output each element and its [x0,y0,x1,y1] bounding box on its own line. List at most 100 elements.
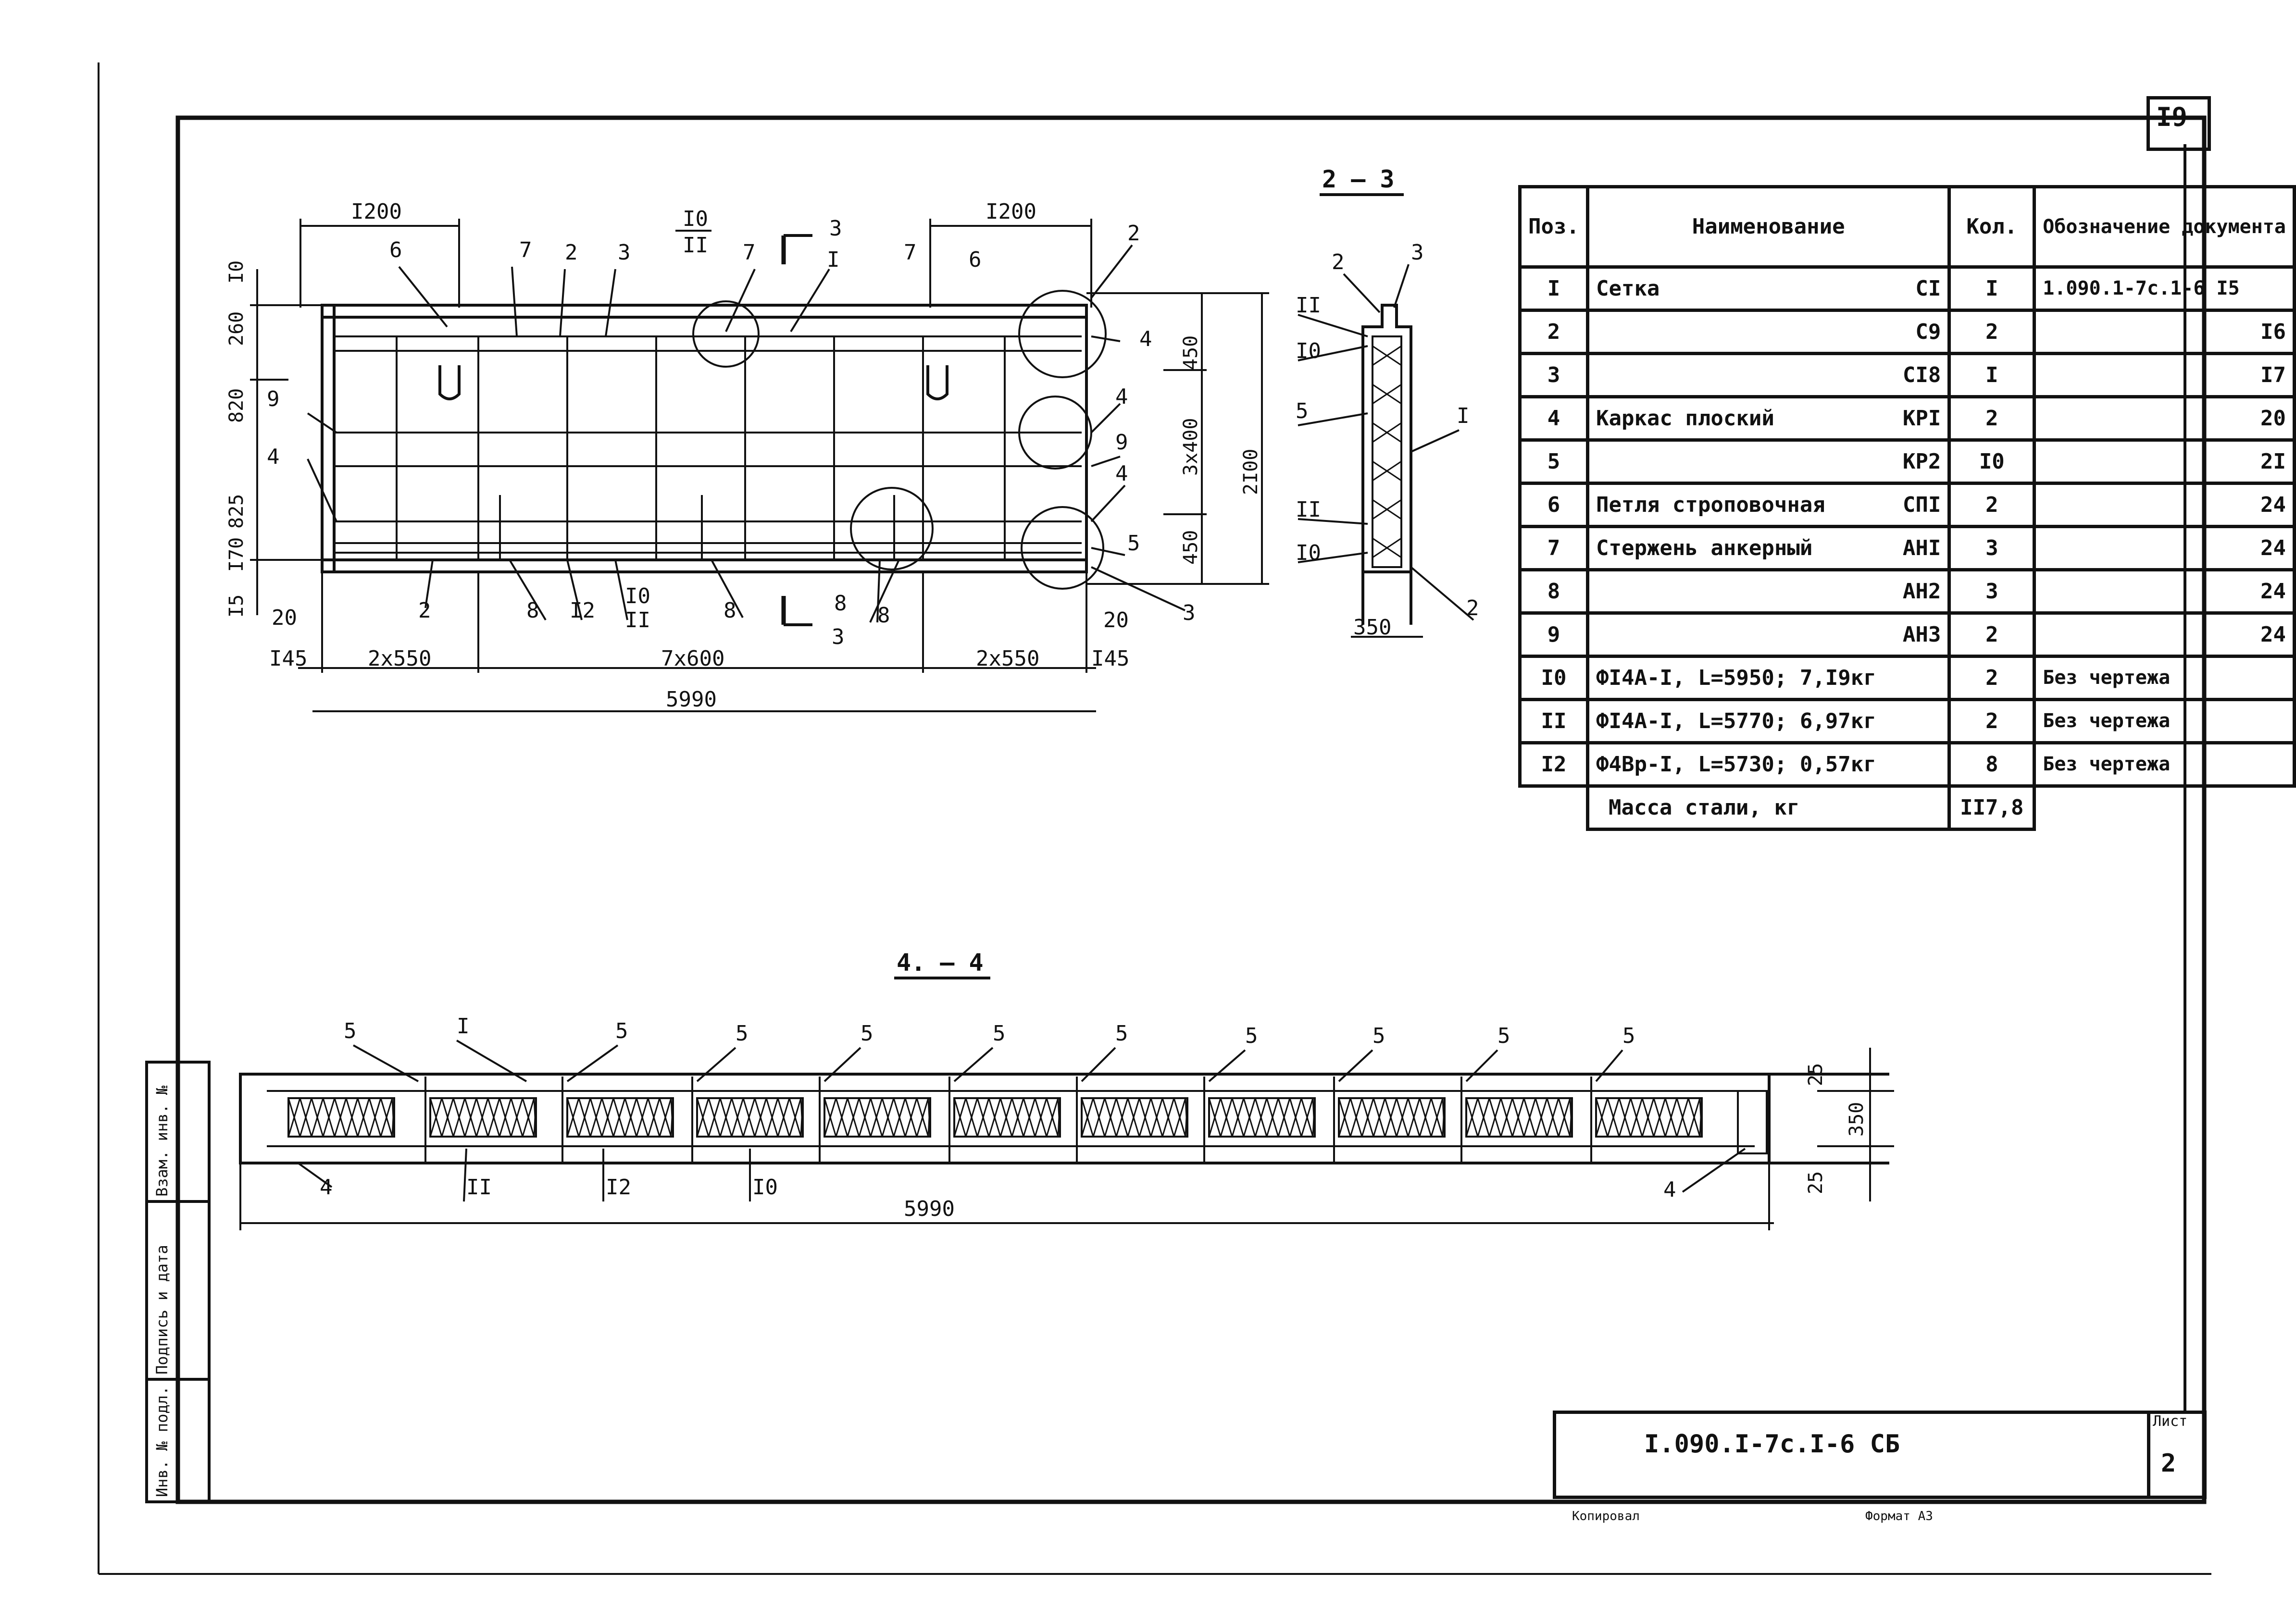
hatch-line [612,1098,626,1137]
spec-pos: 2 [1518,309,1589,355]
hatch-line [1699,1098,1703,1137]
hatch-line [287,1098,301,1137]
dim-right-450-top: 450 [1180,335,1202,370]
plan-view: I200 I200 I45 2x550 7x600 2x550 I45 20 2… [225,199,1269,712]
sec23-label-I0: I0 [1296,339,1321,363]
dim-left-820: 820 [225,388,248,423]
label-6a: 6 [389,238,402,262]
sec44-label-top-3: 5 [615,1019,628,1043]
hatch-line [927,1098,931,1137]
hatch-line [670,1098,674,1137]
hatch-line [566,1098,580,1137]
hatch-line [1150,1098,1163,1137]
label-2b: 2 [1127,221,1140,246]
spec-pos: 8 [1518,568,1589,615]
spec-pos: 4 [1518,395,1589,442]
label-11-top: II [683,233,708,258]
side-label-replace: Взам. инв. № [153,1085,171,1197]
dim-20-left: 20 [272,606,297,630]
hatch-line [1384,1098,1398,1137]
sec23-label-II: II [1296,293,1321,318]
label-11-bot: II [625,608,650,632]
spec-doc: 24 [2033,482,2296,528]
section-4-4-title: 4. – 4 [897,949,984,977]
dim-2x550-right: 2x550 [976,646,1039,671]
sheet-label: Лист [2153,1413,2188,1430]
hatch-line [1511,1098,1525,1137]
hatch-line [1676,1098,1689,1137]
hatch-line [1664,1098,1678,1137]
sec44-label-top-6: 5 [993,1021,1006,1046]
insulation-cell [1595,1097,1703,1138]
spec-pos: 5 [1518,438,1589,485]
spec-qty: 2 [1947,395,2036,442]
spec-doc: 24 [2033,525,2296,571]
spec-name [1585,352,1883,398]
hatch-line [1289,1098,1302,1137]
sec23-label-5: 5 [1296,399,1309,423]
spec-doc: 24 [2033,611,2296,658]
dim-top-right: I200 [986,199,1036,224]
hatch-line [904,1098,918,1137]
label-10-bot: I0 [625,584,650,608]
transverse-bars [396,336,1006,560]
sec44-total: 5990 [904,1197,955,1221]
hatch-line [953,1098,967,1137]
hatch-line [988,1098,1001,1137]
hatch-line [624,1098,637,1137]
hatch-line [322,1098,336,1137]
insulation-cell [696,1097,804,1138]
insulation-cell [953,1097,1061,1138]
hatch-line [999,1098,1013,1137]
dim-145-right: I45 [1091,646,1129,671]
spec-mass-empty-2 [2034,786,2295,830]
sec23-leaders [1298,264,1474,621]
spec-doc: Без чертежа [2033,698,2296,744]
hatch-line [475,1098,489,1137]
hatch-line [1349,1098,1363,1137]
spec-doc: 1.090.1-7с.1-6 I5 [2033,265,2296,312]
footer-copied: Копировал [1572,1509,1640,1523]
spec-mark: CI [1883,265,1951,312]
hatch-line [1023,1098,1036,1137]
sec44-dim-350: 350 [1846,1102,1868,1137]
sec44-label-top-8: 5 [1245,1024,1258,1048]
hatch-line [1208,1098,1222,1137]
hatch-line [1641,1098,1655,1137]
spec-name: Каркас плоский [1585,395,1883,442]
hatch-line [1396,1098,1409,1137]
sec23-label-II-b: II [1296,497,1321,522]
spec-mark: AH2 [1883,568,1951,615]
insulation-cell [566,1097,674,1138]
spec-mark: KP2 [1883,438,1951,485]
spec-name: Ф4Вр-I, L=5730; 0,57кг [1585,741,1883,788]
callout-circle-5 [1021,506,1104,590]
hatch-line [1595,1098,1609,1137]
hatch-line [1161,1098,1175,1137]
hatch-line [1092,1098,1106,1137]
label-4a: 4 [1139,327,1152,351]
dim-left-10: I0 [225,260,248,284]
header-pos: Поз. [1518,185,1589,269]
spec-mark: СПI [1883,482,1951,528]
hatch-line [1488,1098,1502,1137]
label-6b: 6 [969,248,982,272]
hatch-line [357,1098,370,1137]
label-2-bot: 2 [418,598,431,623]
sec44-end-bar [1737,1090,1768,1154]
hatch-line [636,1098,649,1137]
hatch-line [441,1098,454,1137]
hatch-line [391,1098,395,1137]
hatch-line [1630,1098,1643,1137]
hatch-line [522,1098,535,1137]
hatch-line [1277,1098,1291,1137]
insulation-cell [824,1097,931,1138]
spec-name [1585,309,1883,355]
spec-pos: I2 [1518,741,1589,788]
spec-mark: AHI [1883,525,1951,571]
section-2-3: 2 – 3 350 2 3 II I0 5 [1296,165,1479,640]
drawing-frame [175,115,2207,1504]
